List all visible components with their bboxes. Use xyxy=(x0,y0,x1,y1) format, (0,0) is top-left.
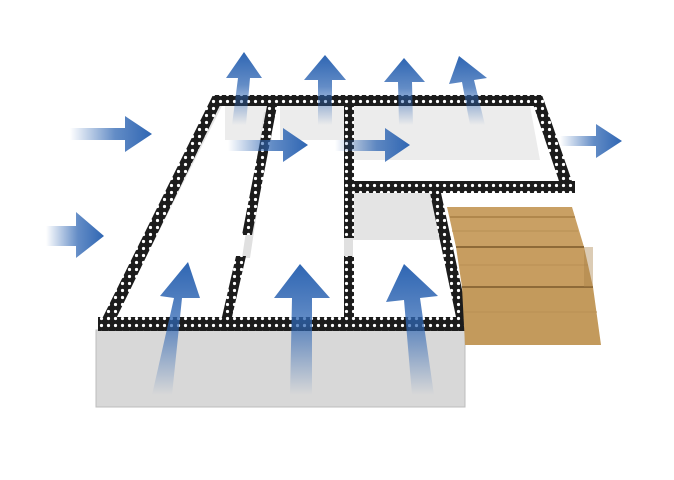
airflow-arrow-icon xyxy=(70,116,152,152)
airflow-arrows xyxy=(46,52,622,395)
sill-plates xyxy=(98,95,575,331)
floor-left-room xyxy=(114,106,272,318)
stairs-icon xyxy=(447,207,601,345)
airflow-arrow-icon xyxy=(449,56,487,125)
floor-middle-room xyxy=(242,106,344,318)
airflow-arrow-icon xyxy=(304,55,346,125)
airflow-arrow-icon xyxy=(384,58,425,125)
airflow-arrow-icon xyxy=(560,124,622,158)
airflow-arrow-icon xyxy=(274,264,330,395)
airflow-arrow-icon xyxy=(228,128,308,162)
airflow-arrow-icon xyxy=(46,212,104,258)
airflow-arrow-icon xyxy=(152,262,200,395)
airflow-arrow-icon xyxy=(335,128,410,162)
step-room-wall-face xyxy=(353,190,440,240)
top-right-room-back-wall xyxy=(353,106,540,160)
airflow-arrow-icon xyxy=(226,52,262,125)
airflow-arrow-icon xyxy=(386,264,438,395)
